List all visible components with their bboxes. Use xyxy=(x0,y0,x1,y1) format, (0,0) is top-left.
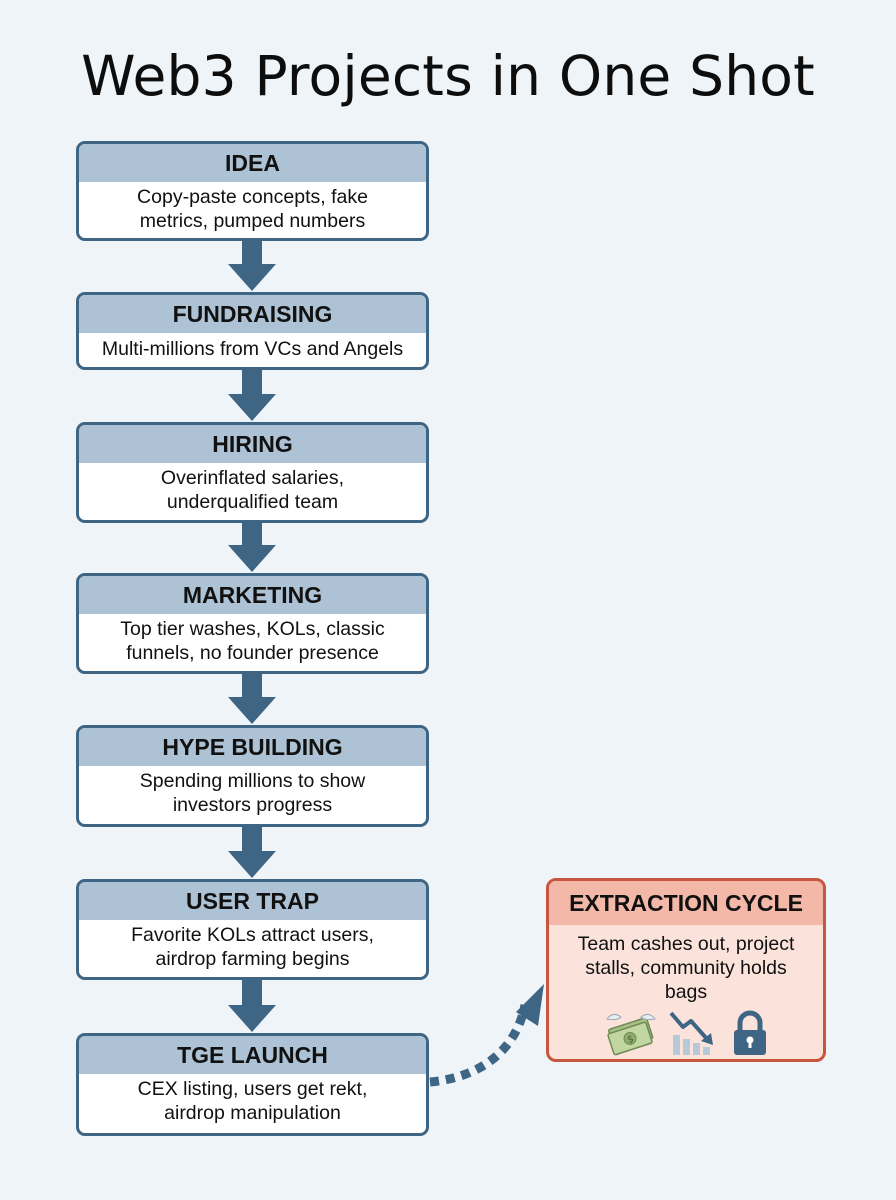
step-description: Top tier washes, KOLs, classic funnels, … xyxy=(120,618,385,664)
down-arrow-icon xyxy=(226,523,278,573)
diagram-title: Web3 Projects in One Shot xyxy=(81,44,815,108)
step-hiring: HIRING Overinflated salaries, underquali… xyxy=(76,422,429,523)
step-description: Multi-millions from VCs and Angels xyxy=(101,338,404,360)
step-hype-building: HYPE BUILDING Spending millions to show … xyxy=(76,725,429,827)
extraction-title: EXTRACTION CYCLE xyxy=(549,881,823,925)
down-arrow-icon xyxy=(226,674,278,725)
step-title: HIRING xyxy=(79,425,426,463)
step-description: Copy-paste concepts, fake metrics, pumpe… xyxy=(137,186,368,232)
extraction-cycle-box: EXTRACTION CYCLE Team cashes out, projec… xyxy=(546,878,826,1062)
step-title: USER TRAP xyxy=(79,882,426,920)
step-tge-launch: TGE LAUNCH CEX listing, users get rekt, … xyxy=(76,1033,429,1136)
dotted-connector-arrow xyxy=(420,960,560,1100)
step-title: HYPE BUILDING xyxy=(79,728,426,766)
step-description: Favorite KOLs attract users, airdrop far… xyxy=(131,924,374,970)
step-description: Spending millions to show investors prog… xyxy=(139,770,366,816)
extraction-icons: $ xyxy=(549,1009,823,1057)
down-arrow-icon xyxy=(226,370,278,422)
step-title: MARKETING xyxy=(79,576,426,614)
down-arrow-icon xyxy=(226,980,278,1033)
step-title: IDEA xyxy=(79,144,426,182)
extraction-description: Team cashes out, project stalls, communi… xyxy=(577,933,795,1003)
step-fundraising: FUNDRAISING Multi-millions from VCs and … xyxy=(76,292,429,370)
flying-money-icon: $ xyxy=(605,1009,657,1059)
down-arrow-icon xyxy=(226,827,278,879)
step-description: CEX listing, users get rekt, airdrop man… xyxy=(137,1078,368,1124)
step-idea: IDEA Copy-paste concepts, fake metrics, … xyxy=(76,141,429,241)
down-arrow-icon xyxy=(226,241,278,292)
step-title: FUNDRAISING xyxy=(79,295,426,333)
step-title: TGE LAUNCH xyxy=(79,1036,426,1074)
step-marketing: MARKETING Top tier washes, KOLs, classic… xyxy=(76,573,429,674)
declining-chart-icon xyxy=(667,1009,717,1059)
step-user-trap: USER TRAP Favorite KOLs attract users, a… xyxy=(76,879,429,980)
padlock-icon xyxy=(729,1009,771,1059)
step-description: Overinflated salaries, underqualified te… xyxy=(160,467,345,513)
arrowhead-icon xyxy=(516,984,544,1026)
svg-text:$: $ xyxy=(626,1034,635,1046)
